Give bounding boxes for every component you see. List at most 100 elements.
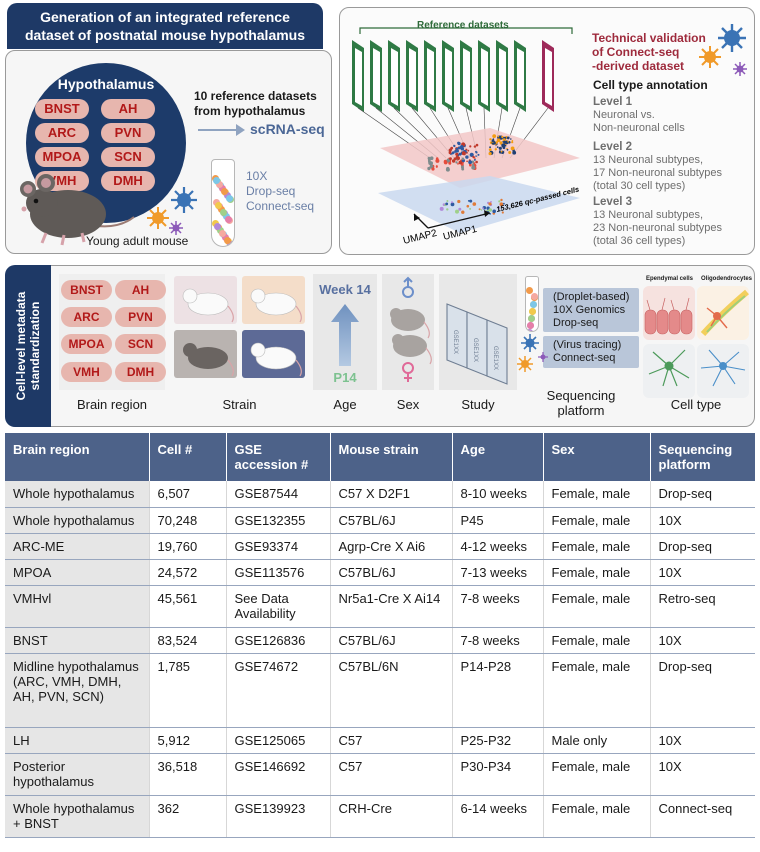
seq-line-3: Drop-seq xyxy=(553,317,599,329)
umap-cell-dot xyxy=(431,167,435,171)
astrocyte-tile xyxy=(643,344,695,398)
umap-cell-dot xyxy=(489,138,492,141)
table-cell: Connect-seq xyxy=(649,795,755,838)
table-cell: GSE125065 xyxy=(225,727,330,754)
table-cell: 24,572 xyxy=(148,559,226,586)
level-title: Level 2 xyxy=(593,141,632,153)
metadata-side-label: Cell-level metadata standardization xyxy=(5,265,51,427)
umap-cell-dot xyxy=(451,201,453,204)
umap-cell-dot xyxy=(435,165,438,168)
age-p14-label: P14 xyxy=(333,370,357,385)
caption-cell-type: Cell type xyxy=(670,397,722,412)
arrow-head-icon xyxy=(236,124,245,136)
umap-cell-dot xyxy=(461,210,465,214)
table-cell: C57 xyxy=(329,727,452,754)
table-cell: See Data Availability xyxy=(225,585,330,628)
level-line: Non-neuronal cells xyxy=(593,122,685,134)
bead-icon xyxy=(216,181,223,189)
study-gse-label: GSE1XX xyxy=(492,346,498,370)
umap-cell-dot xyxy=(445,202,449,206)
dataset-frame-inner xyxy=(373,48,380,106)
umap-cell-dot xyxy=(446,208,449,211)
umap-cell-dot xyxy=(471,160,475,164)
droplet-platform-box: (Droplet-based) 10X Genomics Drop-seq xyxy=(543,288,639,332)
astrocyte-icon xyxy=(648,349,690,387)
umap-cell-dot xyxy=(500,150,503,153)
umap-cell-dot xyxy=(499,150,501,153)
table-cell: C57 xyxy=(329,753,452,796)
level-line: (total 30 cell types) xyxy=(593,180,686,192)
table-cell: Midline hypothalamus (ARC, VMH, DMH, AH,… xyxy=(5,653,149,728)
level-line: (total 36 cell types) xyxy=(593,235,686,247)
umap-cell-dot xyxy=(455,152,459,156)
seq-line-1: (Droplet-based) xyxy=(553,291,630,303)
dataset-frame-inner xyxy=(517,48,524,106)
umap-cell-dot xyxy=(510,138,512,140)
umap-cell-dot xyxy=(465,148,468,151)
umap-cell-dot xyxy=(457,163,459,165)
table-cell: 70,248 xyxy=(148,507,226,534)
umap-cell-dot xyxy=(449,157,452,161)
reference-datasets-label: Reference datasets xyxy=(417,20,509,31)
table-cell: P45 xyxy=(451,507,543,534)
table-cell: C57BL/6N xyxy=(329,653,452,728)
study-datasets-icon: GSE1XX GSE1XX GSE1XX xyxy=(446,303,508,385)
region-pill: SCN xyxy=(101,147,155,167)
table-cell: 362 xyxy=(148,795,226,838)
table-cell: MPOA xyxy=(5,559,149,586)
umap-cell-dot xyxy=(469,163,472,167)
umap-cell-dot xyxy=(503,202,505,205)
mouse-icon xyxy=(20,174,135,246)
side-line-1: Cell-level metadata xyxy=(14,291,28,401)
umap-cell-dot xyxy=(501,143,506,148)
umap-cell-dot xyxy=(472,155,475,158)
umap-cell-dot xyxy=(488,152,492,156)
umap-cell-dot xyxy=(465,155,469,159)
region-pill: SCN xyxy=(115,334,166,354)
metadata-side-text: Cell-level metadata standardization xyxy=(14,266,42,426)
table-cell: Drop-seq xyxy=(649,533,755,560)
region-pill: DMH xyxy=(101,171,155,191)
study-box: GSE1XX GSE1XX GSE1XX xyxy=(439,274,517,390)
table-cell: 8-10 weeks xyxy=(451,481,543,508)
umap-cell-dot xyxy=(460,145,464,149)
umap-cell-dot xyxy=(448,151,452,155)
caption-seq-line-1: Sequencing xyxy=(546,388,616,403)
bead-icon xyxy=(226,195,233,203)
metadata-standardization-panel: BNST AH ARC PVN MPOA SCN VMH DMH Week 14… xyxy=(51,265,755,427)
ref-line-1: 10 reference datasets xyxy=(194,89,317,103)
level-line: 13 Neuronal subtypes, xyxy=(593,154,704,166)
table-cell: GSE139923 xyxy=(225,795,330,838)
table-cell: 4-12 weeks xyxy=(451,533,543,560)
region-pill: VMH xyxy=(61,362,112,382)
table-cell: Female, male xyxy=(542,481,650,508)
umap-cell-dot xyxy=(501,211,504,214)
bead-icon xyxy=(529,307,536,315)
caption-seq-line-2: platform xyxy=(557,403,605,418)
caption-age: Age xyxy=(333,397,357,412)
level-line: 13 Neuronal subtypes, xyxy=(593,209,704,221)
table-cell: Female, male xyxy=(542,627,650,654)
bead-icon xyxy=(530,300,537,308)
umap-cell-dot xyxy=(458,152,462,156)
umap-cell-dot xyxy=(482,207,484,210)
level-line: Neuronal vs. xyxy=(593,109,655,121)
umap-cell-dot xyxy=(474,157,476,159)
ependymal-label: Ependymal cells xyxy=(646,276,694,282)
table-cell: 83,524 xyxy=(148,627,226,654)
neuron-cells-icon xyxy=(517,334,548,372)
umap-cell-dot xyxy=(466,204,470,208)
table-cell: LH xyxy=(5,727,149,754)
table-cell: GSE126836 xyxy=(225,627,330,654)
sex-mice-icon xyxy=(390,276,432,382)
level-title: Level 1 xyxy=(593,96,632,108)
umap-cell-dot xyxy=(506,148,509,151)
umap-cell-dot xyxy=(472,202,477,206)
umap-cell-dot xyxy=(458,160,463,165)
umap-cell-dot xyxy=(467,149,470,152)
reference-dataset-table: Brain region Cell # GSE accession # Mous… xyxy=(5,433,756,838)
ependymal-cells-tile xyxy=(643,286,695,340)
umap-cell-dot xyxy=(491,139,495,143)
region-pill: ARC xyxy=(61,307,112,327)
